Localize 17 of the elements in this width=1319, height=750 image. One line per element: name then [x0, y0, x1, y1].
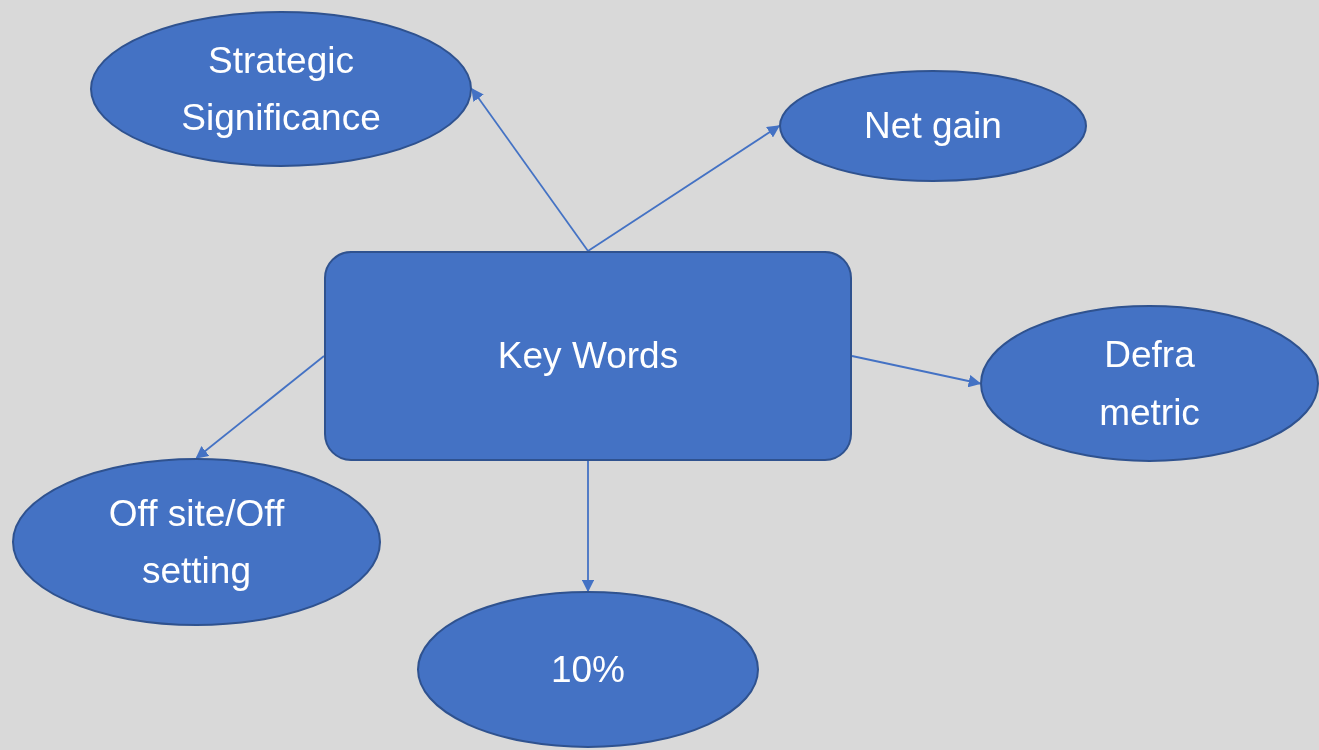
node-label: Strategic Significance	[180, 38, 382, 140]
oval-node	[980, 305, 1319, 462]
arrow	[471, 88, 589, 252]
node-label: Off site/Off setting	[107, 491, 286, 593]
arrow	[581, 460, 595, 593]
node-label: Key Words	[497, 334, 679, 379]
node-label: 10%	[550, 647, 626, 692]
oval-node	[90, 11, 472, 167]
arrow	[851, 355, 982, 388]
node-label: Defra metric	[1098, 333, 1201, 435]
arrow	[587, 125, 781, 252]
oval-node	[12, 458, 381, 626]
oval-node	[417, 591, 759, 748]
node-label: Net gain	[864, 104, 1002, 149]
arrow	[195, 355, 325, 459]
rounded-box	[324, 251, 852, 461]
oval-node	[779, 70, 1087, 182]
